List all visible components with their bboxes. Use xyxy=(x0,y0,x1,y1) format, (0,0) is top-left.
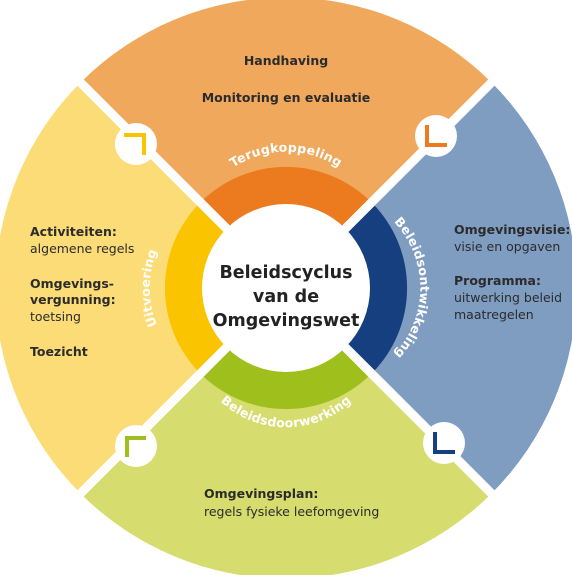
item-programma-text-1: uitwerking beleid xyxy=(454,290,562,305)
corner-icon-bottom-right xyxy=(423,422,465,464)
center-title: Beleidscyclus van de Omgevingswet xyxy=(213,263,360,331)
segment-left-items: Activiteiten: algemene regels Omgevings-… xyxy=(30,224,134,359)
item-monitoring: Monitoring en evaluatie xyxy=(202,90,371,105)
corner-icon-top-right xyxy=(415,115,457,157)
ring-label-left: Uitvoering xyxy=(138,247,160,329)
item-omgevingsvisie-title: Omgevingsvisie: xyxy=(454,222,570,237)
item-omgevingsvergunning-title-1: Omgevings- xyxy=(30,276,114,291)
item-activiteiten-text: algemene regels xyxy=(30,241,134,256)
item-omgevingsvisie-text: visie en opgaven xyxy=(454,239,560,254)
segment-bottom-outer xyxy=(80,288,492,575)
item-activiteiten-title: Activiteiten: xyxy=(30,224,117,239)
item-programma-title: Programma: xyxy=(454,273,541,288)
item-omgevingsplan-text: regels fysieke leefomgeving xyxy=(204,504,379,519)
item-handhaving: Handhaving xyxy=(244,53,328,68)
center-title-line-2: van de xyxy=(253,287,319,307)
segment-right-items: Omgevingsvisie: visie en opgaven Program… xyxy=(454,222,570,322)
center-title-line-3: Omgevingswet xyxy=(213,311,360,331)
corner-icon-top-left xyxy=(115,123,157,165)
corner-icon-bottom-left xyxy=(115,425,157,467)
segment-top-outer xyxy=(80,0,492,288)
segment-bottom-items: Omgevingsplan: regels fysieke leefomgevi… xyxy=(204,486,379,519)
segment-top-items: Handhaving Monitoring en evaluatie xyxy=(202,53,371,105)
center-title-line-1: Beleidscyclus xyxy=(219,263,352,283)
item-programma-text-2: maatregelen xyxy=(454,307,534,322)
segment-right-outer xyxy=(286,82,572,494)
item-omgevingsplan-title: Omgevingsplan: xyxy=(204,486,318,501)
center-circle xyxy=(202,204,370,372)
item-toezicht: Toezicht xyxy=(30,344,88,359)
segment-left-outer xyxy=(0,82,286,494)
item-omgevingsvergunning-text: toetsing xyxy=(30,309,81,324)
item-omgevingsvergunning-title-2: vergunning: xyxy=(30,292,116,307)
